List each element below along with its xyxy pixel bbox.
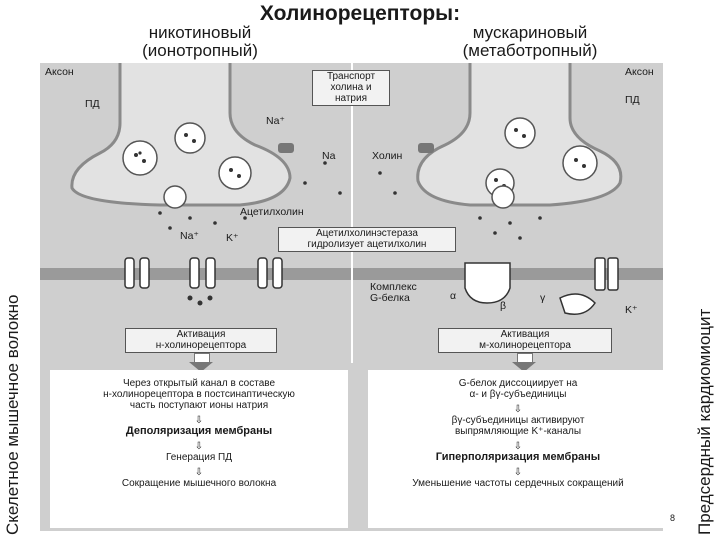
g-protein-beta-gamma bbox=[559, 293, 596, 315]
nicotinic-receptors bbox=[124, 257, 283, 289]
vesicle bbox=[174, 122, 206, 154]
label-axon-left: Аксон bbox=[45, 66, 74, 78]
label-k-low: K⁺ bbox=[226, 232, 239, 244]
step-left-1: Через открытый канал в составе н-холинор… bbox=[103, 378, 295, 411]
step-left-2: Деполяризация мембраны bbox=[125, 425, 273, 437]
transporter-left bbox=[278, 143, 294, 153]
slide-title: Холинорецепторы: bbox=[259, 2, 461, 25]
receptor-subunit bbox=[189, 257, 200, 289]
box-activation-m-receptor: Активация м-холинорецептора bbox=[438, 328, 612, 353]
down-arrow-icon: ⇩ bbox=[194, 441, 204, 452]
label-na-low: Na⁺ bbox=[180, 230, 199, 242]
vesicle bbox=[122, 140, 158, 176]
acetylcholine-molecules bbox=[158, 161, 542, 240]
label-alpha: α bbox=[450, 290, 457, 302]
label-beta: β bbox=[500, 300, 507, 312]
down-arrow-icon: ⇩ bbox=[194, 467, 204, 478]
down-arrow-icon bbox=[512, 353, 536, 372]
side-label-skeletal-muscle: Скелетное мышечное волокно bbox=[3, 294, 22, 536]
down-arrow-icon: ⇩ bbox=[513, 467, 523, 478]
fusing-vesicle-right bbox=[491, 185, 515, 209]
receptor-subunit bbox=[257, 257, 268, 289]
label-gamma: γ bbox=[540, 292, 546, 304]
label-ap-left: ПД bbox=[85, 98, 100, 110]
label-na-mid: Na bbox=[322, 150, 336, 162]
subtitle-nicotinic: никотиновый (ионотропный) bbox=[142, 23, 258, 60]
receptor-subunit bbox=[139, 257, 150, 289]
vesicle bbox=[504, 117, 536, 149]
steps-panel-right: G-белок диссоциирует на α- и βγ-субъедин… bbox=[368, 370, 668, 528]
muscarinic-receptor bbox=[464, 262, 511, 304]
page-number: 8 bbox=[670, 513, 676, 523]
steps-panel-left: Через открытый канал в составе н-холинор… bbox=[50, 370, 348, 528]
box-choline-transport: Транспорт холина и натрия bbox=[312, 70, 390, 106]
synapse-diagram bbox=[40, 63, 663, 363]
label-k-right: K⁺ bbox=[625, 304, 638, 316]
step-left-4: Сокращение мышечного волокна bbox=[121, 478, 277, 489]
k-channel bbox=[594, 257, 619, 291]
receptor-subunit bbox=[272, 257, 283, 289]
down-arrow-icon: ⇩ bbox=[194, 415, 204, 426]
label-ap-right: ПД bbox=[625, 94, 640, 106]
fusing-vesicle-left bbox=[163, 185, 187, 209]
side-label-cardiomyocyte: Предсердный кардиомиоцит bbox=[695, 308, 714, 535]
subtitle-muscarinic: мускариновый (метаботропный) bbox=[462, 23, 598, 60]
receptor-subunit bbox=[205, 257, 216, 289]
step-right-4: Уменьшение частоты сердечных сокращений bbox=[412, 478, 624, 489]
vesicles-left bbox=[122, 122, 252, 190]
box-acetylcholinesterase: Ацетилхолинэстераза гидролизует ацетилхо… bbox=[278, 227, 456, 252]
label-acetylcholine: Ацетилхолин bbox=[240, 206, 304, 218]
box-activation-n-receptor: Активация н-холинорецептора bbox=[125, 328, 277, 353]
vesicle bbox=[218, 156, 252, 190]
step-left-3: Генерация ПД bbox=[166, 452, 232, 463]
label-g-complex: Комплекс G-белка bbox=[370, 281, 417, 304]
receptor-subunit bbox=[124, 257, 135, 289]
vesicle bbox=[562, 145, 598, 181]
step-right-1: G-белок диссоциирует на α- и βγ-субъедин… bbox=[458, 378, 578, 400]
down-arrow-icon bbox=[189, 353, 213, 372]
transporter-right bbox=[418, 143, 434, 153]
label-axon-right: Аксон bbox=[625, 66, 654, 78]
label-na-top: Na⁺ bbox=[266, 115, 285, 127]
down-arrow-icon: ⇩ bbox=[513, 404, 523, 415]
label-choline: Холин bbox=[372, 150, 403, 162]
step-right-2: βγ-субъединицы активируют выпрямляющие K… bbox=[451, 415, 585, 437]
down-arrow-icon: ⇩ bbox=[513, 441, 523, 452]
step-right-3: Гиперполяризация мембраны bbox=[435, 451, 601, 463]
